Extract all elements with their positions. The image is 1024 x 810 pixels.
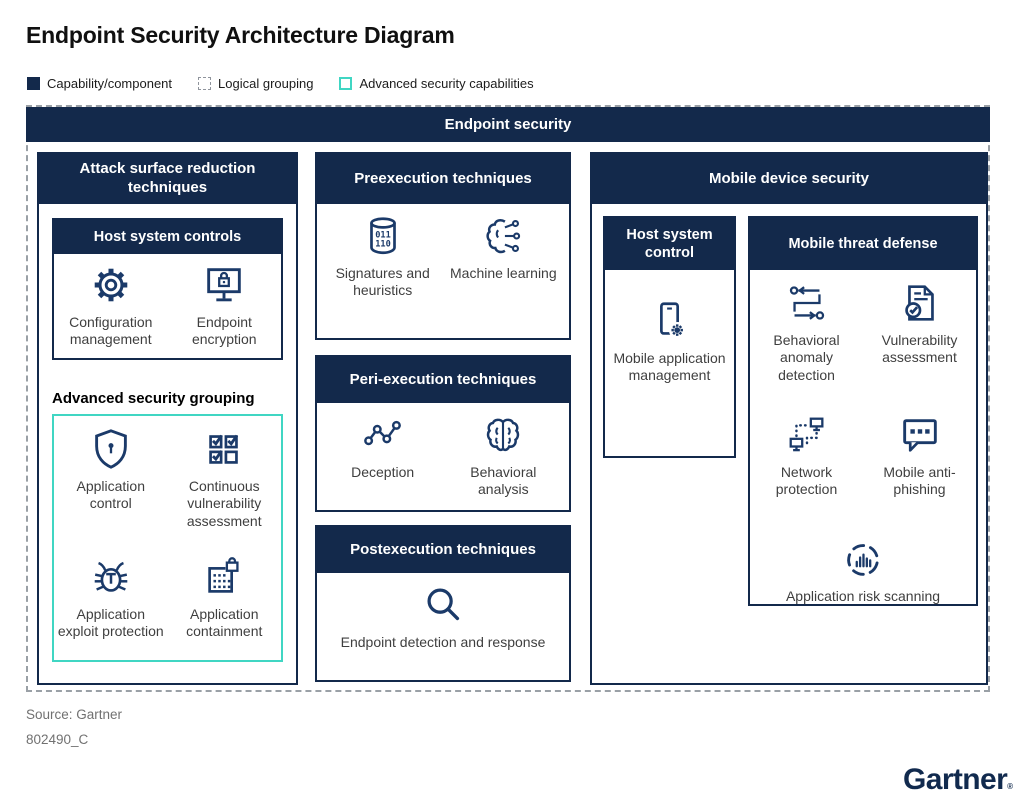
behavioral-anomaly-item: Behavioral anomaly detection (754, 280, 860, 406)
item-label: Mobile anti-phishing (883, 464, 956, 498)
peri-execution-header: Peri-execution techniques (317, 357, 569, 403)
postexecution-header: Postexecution techniques (317, 527, 569, 573)
connected-dots-icon (360, 412, 406, 458)
mobile-threat-defense-header: Mobile threat defense (750, 218, 976, 270)
flow-arrows-icon (784, 280, 830, 326)
item-label: Deception (351, 464, 415, 480)
application-risk-scanning-item: Application risk scanning (756, 536, 970, 605)
legend-logical: Logical grouping (198, 76, 313, 91)
legend-capability: Capability/component (27, 76, 172, 91)
advanced-security-grouping-box: Application control Continuous vulnerabi… (52, 414, 283, 662)
gartner-logo: Gartner® (903, 763, 1013, 797)
application-control-item: Application control (57, 426, 165, 548)
endpoint-security-banner: Endpoint security (26, 107, 990, 142)
phone-gear-icon (647, 298, 693, 344)
item-label: Network protection (775, 464, 838, 498)
legend: Capability/component Logical grouping Ad… (27, 76, 534, 91)
item-label: Behavioral analysis (470, 464, 537, 498)
item-label: Mobile application management (613, 350, 726, 384)
host-system-controls-body: Configuration management Endpoint (54, 254, 281, 349)
endpoint-encryption-item: Endpoint encryption (168, 262, 280, 349)
application-exploit-item: Application exploit protection (57, 554, 165, 660)
brain-icon (480, 412, 526, 458)
item-label: Endpoint detection and response (340, 634, 546, 650)
legend-capability-label: Capability/component (47, 76, 173, 91)
legend-advanced-label: Advanced security capabilities (359, 76, 534, 91)
item-label: Application containment (186, 606, 263, 640)
mobile-threat-defense-body: Behavioral anomaly detection Vulne (750, 270, 976, 605)
capability-swatch-icon (27, 77, 40, 90)
svg-text:110: 110 (375, 240, 391, 250)
document-id: 802490_C (26, 732, 89, 747)
item-label: Application control (76, 478, 146, 512)
logical-grouping-swatch-icon (198, 77, 212, 90)
source-note: Source: Gartner (26, 707, 123, 722)
document-check-icon (897, 280, 943, 326)
item-label: Endpoint encryption (191, 314, 257, 348)
monitor-lock-icon (201, 262, 247, 308)
postexecution-body: Endpoint detection and response (317, 573, 569, 651)
mobile-host-system-control-header: Host system control (605, 218, 734, 270)
svg-text:011: 011 (375, 230, 391, 240)
mobile-application-management-item: Mobile application management (611, 298, 729, 385)
mobile-anti-phishing-item: Mobile anti-phishing (867, 412, 973, 530)
risk-scan-icon (840, 536, 886, 582)
configuration-management-item: Configuration management (55, 262, 167, 349)
mobile-host-system-control-body: Mobile application management (605, 270, 734, 385)
preexecution-header: Preexecution techniques (317, 154, 569, 204)
registered-mark: ® (1007, 782, 1013, 791)
mobile-device-security-header: Mobile device security (592, 154, 986, 204)
item-label: Machine learning (450, 265, 557, 281)
attack-surface-box: Attack surface reduction techniques Host… (37, 152, 298, 685)
item-label: Application risk scanning (785, 588, 941, 604)
endpoint-security-group-border (26, 105, 990, 692)
attack-surface-header: Attack surface reduction techniques (39, 154, 296, 204)
gartner-logo-text: Gartner (903, 763, 1008, 796)
deception-item: Deception (328, 412, 438, 499)
continuous-vulnerability-item: Continuous vulnerability assessment (170, 426, 278, 548)
application-containment-item: Application containment (170, 554, 278, 660)
network-protection-item: Network protection (754, 412, 860, 530)
mobile-threat-defense-box: Mobile threat defense (748, 216, 978, 606)
item-label: Vulnerability assessment (881, 332, 958, 366)
machine-learning-item: Machine learning (448, 213, 558, 300)
preexecution-box: Preexecution techniques 011 110 Signatur… (315, 152, 571, 340)
bug-icon (88, 554, 134, 600)
item-label: Signatures and heuristics (335, 265, 430, 299)
legend-logical-label: Logical grouping (218, 76, 314, 91)
preexecution-body: 011 110 Signatures and heuristics (317, 204, 569, 300)
peri-execution-body: Deception Behavioral analysis (317, 403, 569, 499)
item-label: Continuous vulnerability assessment (186, 478, 262, 529)
brain-circuit-icon (480, 213, 526, 259)
advanced-security-grouping-label: Advanced security grouping (52, 390, 255, 407)
peri-execution-box: Peri-execution techniques Deception (315, 355, 571, 512)
page-title: Endpoint Security Architecture Diagram (26, 22, 455, 48)
checkboxes-icon (201, 426, 247, 472)
item-label: Application exploit protection (57, 606, 164, 640)
advanced-swatch-icon (339, 77, 353, 90)
network-monitors-icon (784, 412, 830, 458)
mobile-device-security-box: Mobile device security Host system contr… (590, 152, 988, 685)
building-lock-icon (201, 554, 247, 600)
postexecution-box: Postexecution techniques Endpoint detect… (315, 525, 571, 682)
vulnerability-assessment-item: Vulnerability assessment (867, 280, 973, 406)
edr-item: Endpoint detection and response (338, 582, 548, 651)
host-system-controls-box: Host system controls (52, 218, 283, 360)
shield-keyhole-icon (88, 426, 134, 472)
item-label: Configuration management (69, 314, 153, 348)
gear-icon (88, 262, 134, 308)
item-label: Behavioral anomaly detection (773, 332, 840, 383)
mobile-host-system-control-box: Host system control (603, 216, 736, 458)
chat-dots-icon (897, 412, 943, 458)
host-system-controls-header: Host system controls (54, 220, 281, 254)
behavioral-analysis-item: Behavioral analysis (448, 412, 558, 499)
signatures-heuristics-item: 011 110 Signatures and heuristics (328, 213, 438, 300)
database-binary-icon: 011 110 (360, 213, 406, 259)
magnifier-icon (420, 582, 466, 628)
legend-advanced: Advanced security capabilities (339, 76, 534, 91)
